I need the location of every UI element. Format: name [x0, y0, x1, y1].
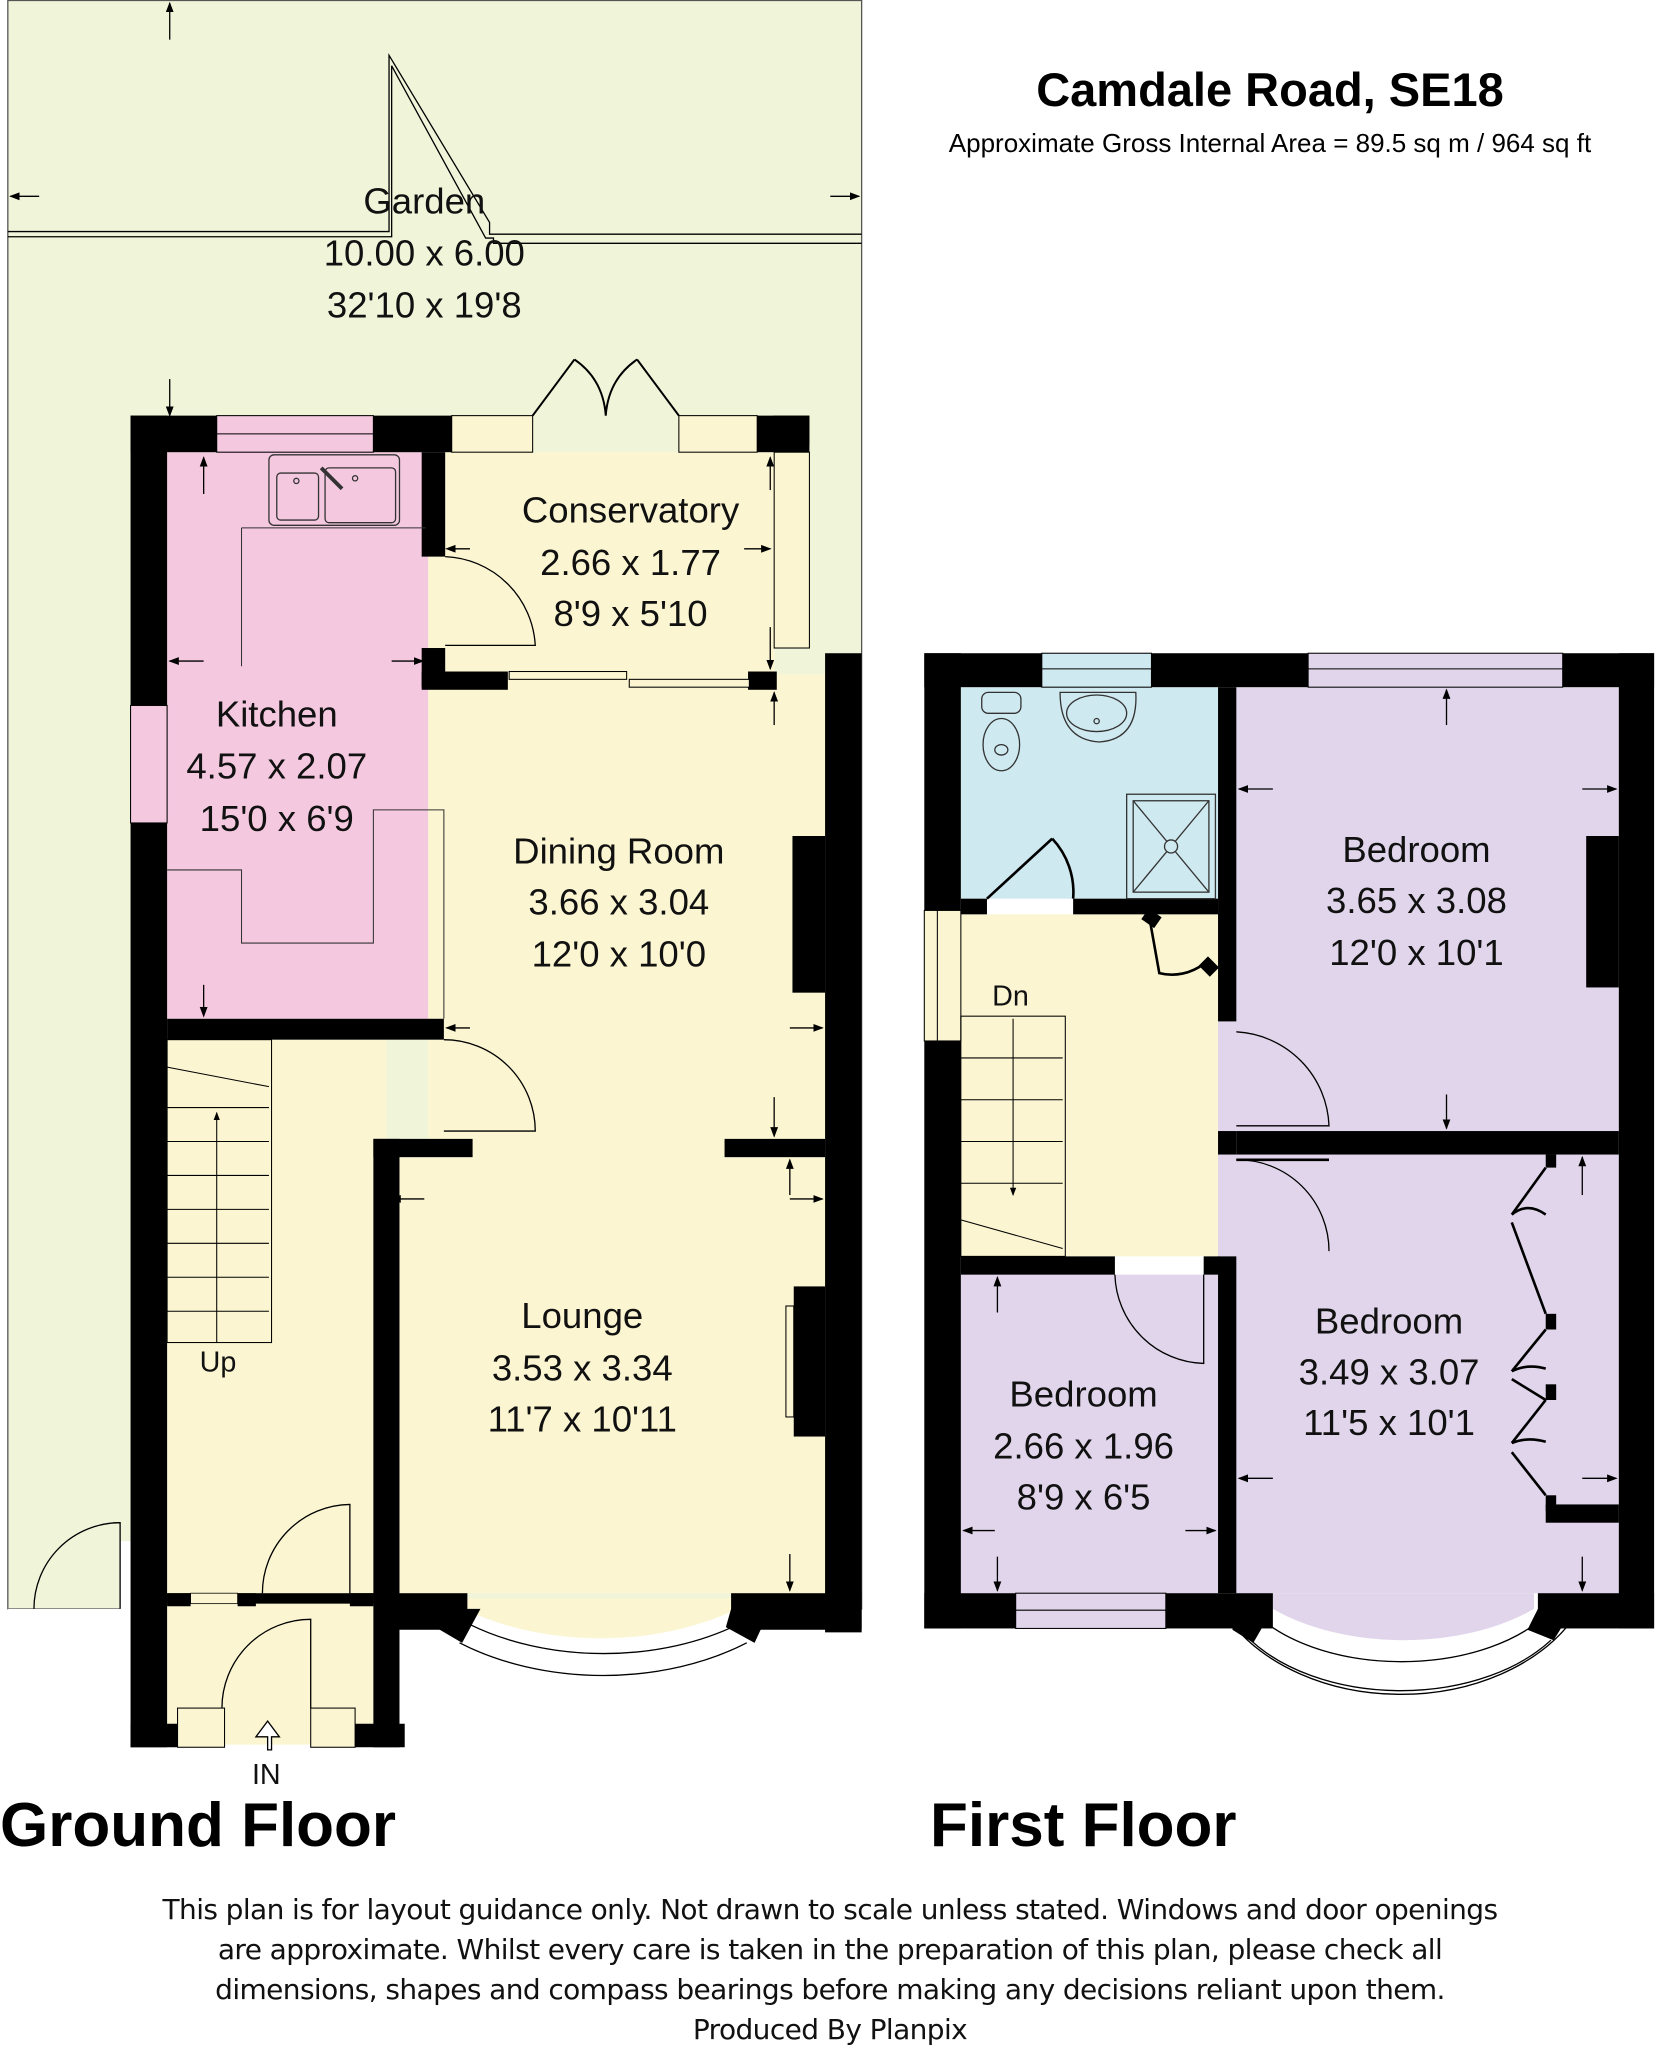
bathroom-window	[1041, 652, 1152, 688]
conservatory-area	[428, 452, 775, 675]
svg-text:Bedroom: Bedroom	[1342, 829, 1490, 870]
gross-area: Approximate Gross Internal Area = 89.5 s…	[948, 128, 1592, 158]
svg-text:11'5 x 10'1: 11'5 x 10'1	[1303, 1402, 1475, 1443]
bedroom-small-window	[1015, 1592, 1167, 1629]
kitchen-area	[167, 452, 429, 1019]
conservatory-side-window	[773, 451, 810, 649]
svg-text:4.57 x 2.07: 4.57 x 2.07	[186, 746, 367, 787]
svg-text:Dining Room: Dining Room	[513, 830, 724, 871]
dining-area	[428, 674, 826, 1158]
svg-text:3.49 x 3.07: 3.49 x 3.07	[1299, 1351, 1480, 1392]
svg-text:11'7 x 10'11: 11'7 x 10'11	[488, 1398, 677, 1439]
svg-text:Conservatory: Conservatory	[522, 490, 740, 531]
bathroom-area	[960, 687, 1219, 899]
svg-text:2.66 x 1.77: 2.66 x 1.77	[540, 542, 721, 583]
bedroom-rear-label: Bedroom 3.65 x 3.08 12'0 x 10'1	[1326, 829, 1507, 973]
ground-floor-plan: Up IN Garden 10.00 x 6.00 32'	[7, 0, 863, 1791]
lounge-label: Lounge 3.53 x 3.34 11'7 x 10'11	[488, 1295, 677, 1439]
lounge-bay-window	[469, 1623, 738, 1655]
conservatory-window-left	[451, 415, 534, 453]
stairs-down-label: Dn	[992, 981, 1029, 1013]
conservatory-french-doors	[531, 358, 680, 417]
bedroom-front-label: Bedroom 3.49 x 3.07 11'5 x 10'1	[1299, 1300, 1480, 1443]
conservatory-label: Conservatory 2.66 x 1.77 8'9 x 5'10	[522, 490, 740, 634]
svg-text:Kitchen: Kitchen	[216, 693, 338, 734]
svg-text:8'9 x 5'10: 8'9 x 5'10	[553, 593, 707, 634]
landing-area	[960, 914, 1219, 1257]
washbasin-icon	[1059, 691, 1137, 743]
svg-text:Bedroom: Bedroom	[1009, 1374, 1157, 1415]
svg-text:10.00 x 6.00: 10.00 x 6.00	[324, 232, 525, 273]
hallway-area	[167, 1039, 387, 1745]
dining-room-label: Dining Room 3.66 x 3.04 12'0 x 10'0	[513, 830, 724, 974]
kitchen-label: Kitchen 4.57 x 2.07 15'0 x 6'9	[186, 693, 367, 838]
entrance-arrow-icon	[254, 1720, 281, 1751]
toilet-icon	[981, 691, 1022, 772]
conservatory-window-right	[678, 415, 758, 453]
plan-title: Camdale Road, SE18	[1036, 63, 1504, 116]
svg-text:3.66 x 3.04: 3.66 x 3.04	[528, 881, 709, 922]
svg-text:3.65 x 3.08: 3.65 x 3.08	[1326, 880, 1507, 921]
bedroom-front-bay-window	[1255, 1613, 1548, 1663]
bedroom-small-area	[960, 1274, 1219, 1594]
svg-text:Lounge: Lounge	[521, 1295, 643, 1336]
kitchen-sink-icon	[268, 454, 401, 526]
svg-text:2.66 x 1.96: 2.66 x 1.96	[993, 1426, 1174, 1467]
stairs-up-label: Up	[200, 1346, 237, 1378]
disclaimer-line-3: dimensions, shapes and compass bearings …	[215, 1973, 1445, 2006]
ground-floor-label: Ground Floor	[0, 1791, 397, 1860]
svg-text:32'10 x 19'8: 32'10 x 19'8	[327, 285, 522, 326]
garden-break-line	[7, 52, 862, 235]
producer-credit: Produced By Planpix	[692, 2013, 968, 2046]
bedroom-rear-window	[1307, 652, 1564, 688]
svg-text:12'0 x 10'0: 12'0 x 10'0	[532, 934, 707, 975]
ground-floor-stairs	[166, 1039, 273, 1344]
kitchen-side-window	[130, 704, 168, 824]
disclaimer-line-1: This plan is for layout guidance only. N…	[162, 1893, 1499, 1926]
ground-floor-walls	[130, 415, 862, 1748]
svg-text:15'0 x 6'9: 15'0 x 6'9	[200, 798, 354, 839]
first-floor-walls	[924, 653, 1655, 1643]
wardrobe-doors	[1510, 1166, 1547, 1497]
svg-text:12'0 x 10'1: 12'0 x 10'1	[1329, 932, 1504, 973]
landing-window	[923, 909, 962, 1042]
svg-text:Garden: Garden	[363, 180, 485, 221]
garden-label: Garden 10.00 x 6.00 32'10 x 19'8	[324, 180, 525, 325]
disclaimer: This plan is for layout guidance only. N…	[60, 1890, 1600, 2050]
bedroom-small-label: Bedroom 2.66 x 1.96 8'9 x 6'5	[993, 1374, 1174, 1518]
lounge-area	[386, 1157, 826, 1594]
first-floor-plan: Dn Bedroom 3.65 x 3.08 12'0 x 10'1 Bedro…	[923, 652, 1655, 1695]
shower-tray-icon	[1126, 793, 1217, 900]
entrance-label: IN	[252, 1759, 281, 1791]
svg-text:Bedroom: Bedroom	[1315, 1300, 1463, 1341]
first-floor-stairs	[960, 1015, 1066, 1257]
svg-text:3.53 x 3.34: 3.53 x 3.34	[492, 1347, 673, 1388]
svg-text:8'9 x 6'5: 8'9 x 6'5	[1017, 1477, 1151, 1518]
disclaimer-line-2: are approximate. Whilst every care is ta…	[217, 1933, 1443, 1966]
first-floor-label: First Floor	[930, 1791, 1237, 1860]
